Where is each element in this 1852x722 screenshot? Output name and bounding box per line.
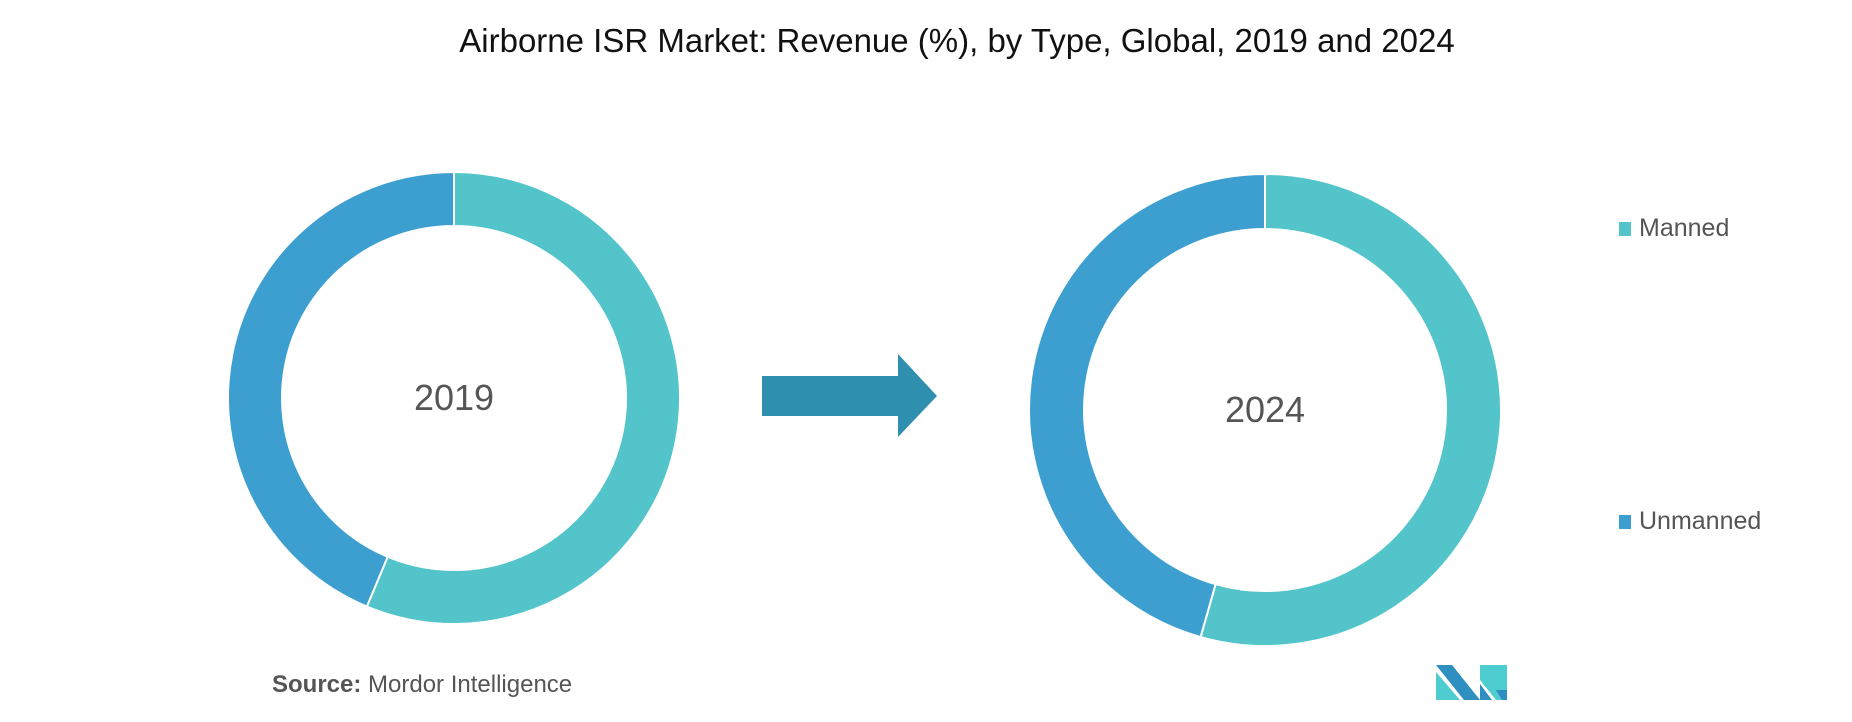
chart-title: Airborne ISR Market: Revenue (%), by Typ… — [459, 22, 1455, 59]
mordor-logo — [1436, 665, 1507, 700]
legend-item-manned: Manned — [1619, 214, 1729, 243]
arrow-icon — [762, 354, 937, 437]
donut-slice-2019-unmanned — [227, 170, 455, 608]
legend-label: Unmanned — [1639, 507, 1762, 535]
source-note: Source: Mordor Intelligence — [272, 671, 572, 699]
donut-slice-2024-manned — [1199, 172, 1502, 647]
legend-swatch-manned — [1619, 221, 1631, 236]
legend-item-unmanned: Unmanned — [1619, 507, 1761, 536]
donut-slice-2019-manned — [365, 170, 681, 625]
source-prefix: Source: — [272, 671, 362, 698]
donut-center-label: 2019 — [414, 377, 494, 418]
legend-swatch-unmanned — [1619, 514, 1631, 529]
source-text: Mordor Intelligence — [368, 671, 573, 698]
legend-label: Manned — [1639, 214, 1730, 242]
donut-slice-2024-unmanned — [1027, 172, 1266, 639]
donut-center-label: 2024 — [1225, 389, 1305, 430]
